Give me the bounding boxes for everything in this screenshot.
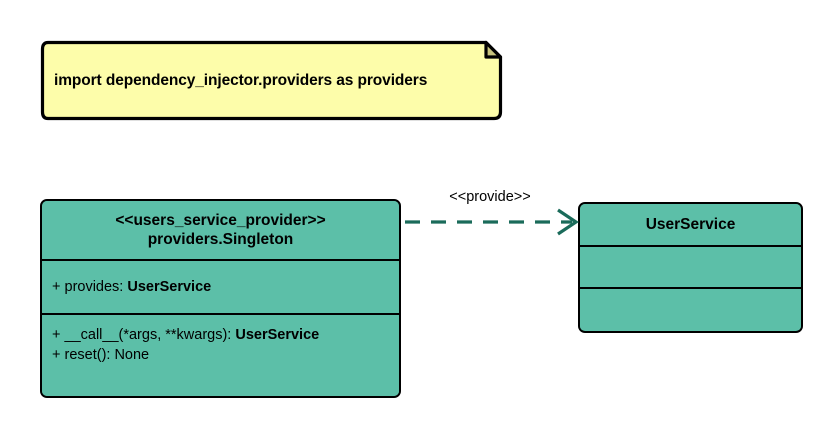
method-visibility: + [52, 326, 61, 343]
method-label: reset(): None [64, 346, 150, 363]
attribute-label: provides: [64, 278, 128, 295]
class-attributes-provider: + provides: UserService [42, 258, 399, 313]
class-methods-service [580, 286, 801, 330]
arrowhead-open [557, 208, 579, 236]
method-row: + reset(): None [52, 345, 389, 365]
uml-note-import[interactable]: import dependency_injector.providers as … [40, 40, 503, 121]
class-box-user-service[interactable]: UserService [578, 202, 803, 333]
class-name-provider: providers.Singleton [147, 230, 294, 248]
class-box-users-service-provider[interactable]: <<users_service_provider>> providers.Sin… [40, 199, 401, 398]
method-row: + __call__(*args, **kwargs): UserService [52, 325, 389, 345]
class-attributes-service [580, 244, 801, 287]
dependency-label-provide: <<provide>> [449, 189, 531, 205]
method-visibility: + [52, 346, 61, 363]
class-header-provider: <<users_service_provider>> providers.Sin… [42, 201, 399, 259]
note-shape [40, 40, 503, 121]
attribute-visibility: + [52, 278, 61, 295]
class-name-service: UserService [645, 215, 736, 233]
class-header-service: UserService [580, 204, 801, 245]
method-label: __call__(*args, **kwargs): [64, 326, 236, 343]
attribute-type: UserService [127, 278, 212, 295]
class-stereotype-provider: <<users_service_provider>> [115, 211, 326, 229]
class-methods-provider: + __call__(*args, **kwargs): UserService… [42, 312, 399, 396]
note-text: import dependency_injector.providers as … [54, 71, 428, 89]
attribute-row: + provides: UserService [52, 277, 211, 297]
method-type: UserService [235, 326, 320, 343]
